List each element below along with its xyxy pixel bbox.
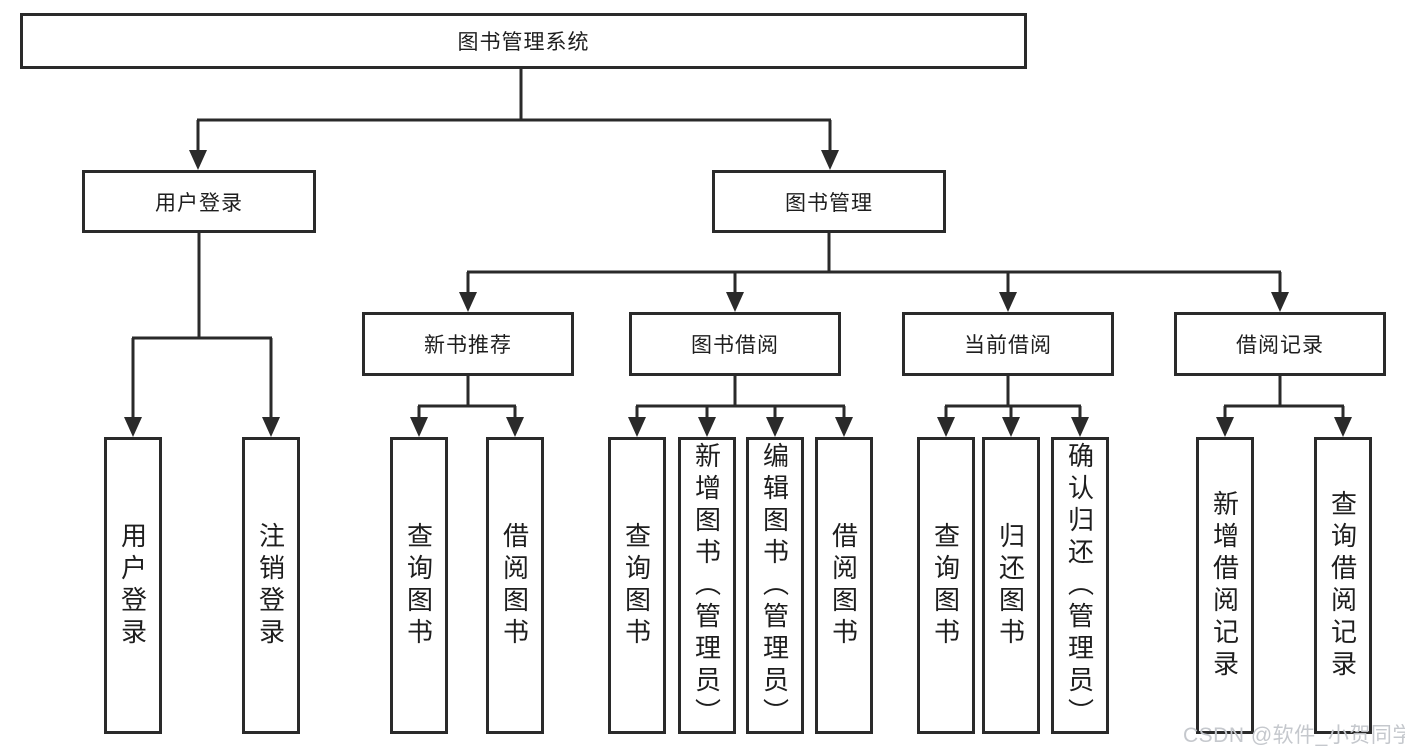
leaf-query-books-borrowing: 查询图书	[608, 437, 666, 734]
leaf-query-borrow-record: 查询借阅记录	[1314, 437, 1372, 734]
node-book-borrowing: 图书借阅	[629, 312, 841, 376]
leaf-user-login: 用户登录	[104, 437, 162, 734]
leaf-add-borrow-record: 新增借阅记录	[1196, 437, 1254, 734]
leaf-return-book: 归还图书	[982, 437, 1040, 734]
leaf-logout: 注销登录	[242, 437, 300, 734]
leaf-add-book-admin: 新增图书（管理员）	[678, 437, 736, 734]
leaf-query-books-recommend: 查询图书	[390, 437, 448, 734]
node-book-management-system: 图书管理系统	[20, 13, 1027, 69]
leaf-borrow-books-recommend: 借阅图书	[486, 437, 544, 734]
csdn-watermark: CSDN @软件_小贺同学	[1183, 724, 1405, 747]
leaf-confirm-return-admin: 确认归还（管理员）	[1051, 437, 1109, 734]
arrowhead-icon	[124, 150, 1352, 437]
node-current-borrowing: 当前借阅	[902, 312, 1114, 376]
leaf-query-books-current: 查询图书	[917, 437, 975, 734]
node-user-login: 用户登录	[82, 170, 316, 233]
connector-edges	[131, 68, 1345, 420]
node-new-book-recommendation: 新书推荐	[362, 312, 574, 376]
leaf-edit-book-admin: 编辑图书（管理员）	[746, 437, 804, 734]
node-borrowing-records: 借阅记录	[1174, 312, 1386, 376]
leaf-borrow-books-borrowing: 借阅图书	[815, 437, 873, 734]
node-book-management: 图书管理	[712, 170, 946, 233]
